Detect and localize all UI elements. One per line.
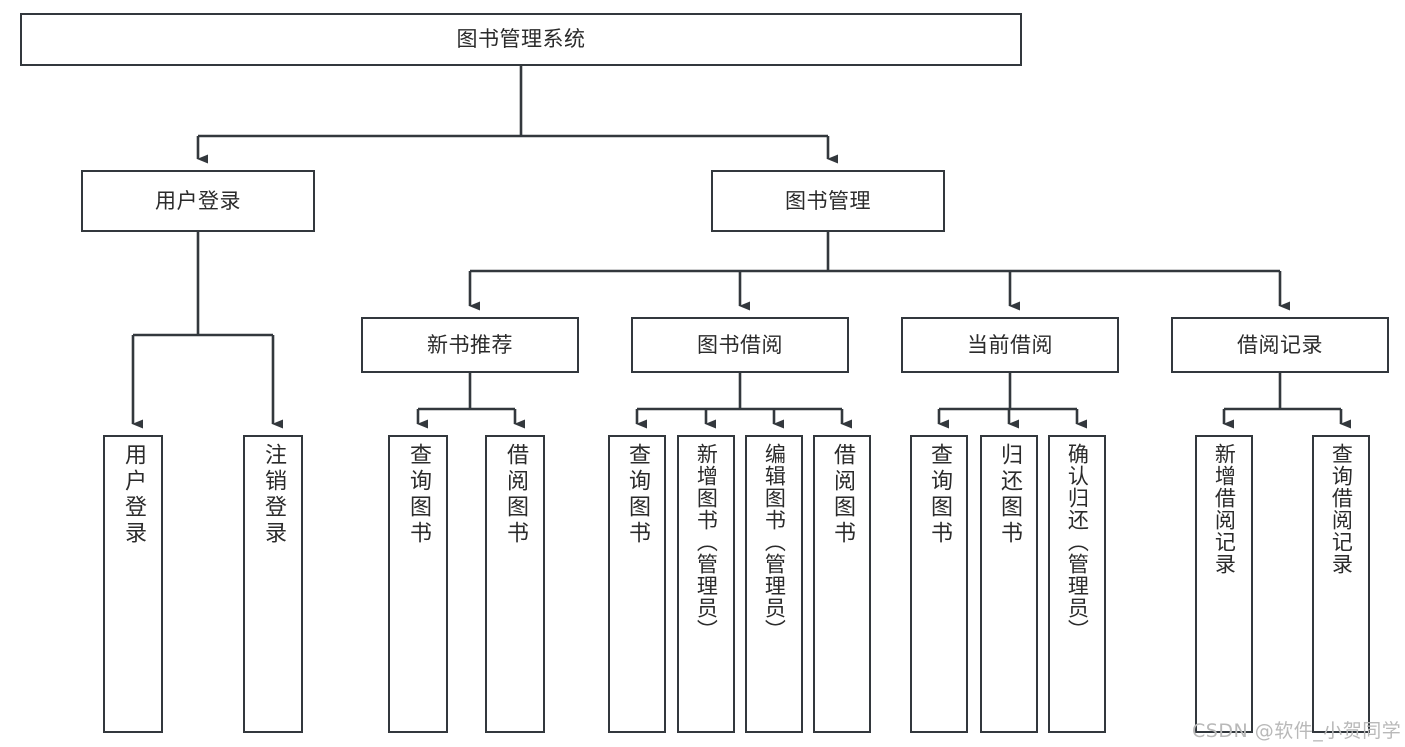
leaf-node-0[interactable]: 用户登录 <box>103 435 163 733</box>
leaf-node-6[interactable]: 编辑图书（管理员） <box>745 435 803 733</box>
leaf-node-9[interactable]: 归还图书 <box>980 435 1038 733</box>
leaf-node-label: 注销登录 <box>260 443 286 547</box>
root-node-label: 图书管理系统 <box>456 27 586 52</box>
leaf-node-label: 编辑图书（管理员） <box>762 443 787 641</box>
level3-node-label: 新书推荐 <box>427 332 513 357</box>
leaf-node-label: 查询图书 <box>624 443 650 547</box>
level3-node-2[interactable]: 当前借阅 <box>901 317 1119 373</box>
leaf-node-label: 归还图书 <box>996 443 1022 547</box>
level3-node-label: 当前借阅 <box>967 332 1053 357</box>
level3-node-label: 图书借阅 <box>697 332 783 357</box>
leaf-node-label: 借阅图书 <box>829 443 855 547</box>
leaf-node-label: 借阅图书 <box>502 443 528 547</box>
leaf-node-10[interactable]: 确认归还（管理员） <box>1048 435 1106 733</box>
leaf-node-8[interactable]: 查询图书 <box>910 435 968 733</box>
leaf-node-2[interactable]: 查询图书 <box>388 435 448 733</box>
leaf-node-label: 新增借阅记录 <box>1212 443 1237 575</box>
leaf-node-label: 确认归还（管理员） <box>1065 443 1090 641</box>
level3-node-3[interactable]: 借阅记录 <box>1171 317 1389 373</box>
leaf-node-label: 查询图书 <box>926 443 952 547</box>
level3-node-label: 借阅记录 <box>1237 332 1323 357</box>
leaf-node-label: 查询图书 <box>405 443 431 547</box>
leaf-node-12[interactable]: 查询借阅记录 <box>1312 435 1370 733</box>
level2-node-1[interactable]: 图书管理 <box>711 170 945 232</box>
level2-node-label: 图书管理 <box>785 188 871 213</box>
leaf-node-5[interactable]: 新增图书（管理员） <box>677 435 735 733</box>
leaf-node-4[interactable]: 查询图书 <box>608 435 666 733</box>
leaf-node-1[interactable]: 注销登录 <box>243 435 303 733</box>
level2-node-label: 用户登录 <box>155 188 241 213</box>
leaf-node-7[interactable]: 借阅图书 <box>813 435 871 733</box>
leaf-node-label: 用户登录 <box>120 443 146 547</box>
level3-node-1[interactable]: 图书借阅 <box>631 317 849 373</box>
root-node-0[interactable]: 图书管理系统 <box>20 13 1022 66</box>
level3-node-0[interactable]: 新书推荐 <box>361 317 579 373</box>
leaf-node-11[interactable]: 新增借阅记录 <box>1195 435 1253 733</box>
level2-node-0[interactable]: 用户登录 <box>81 170 315 232</box>
connector-group <box>131 66 1351 429</box>
leaf-node-3[interactable]: 借阅图书 <box>485 435 545 733</box>
leaf-node-label: 查询借阅记录 <box>1329 443 1354 575</box>
leaf-node-label: 新增图书（管理员） <box>694 443 719 641</box>
